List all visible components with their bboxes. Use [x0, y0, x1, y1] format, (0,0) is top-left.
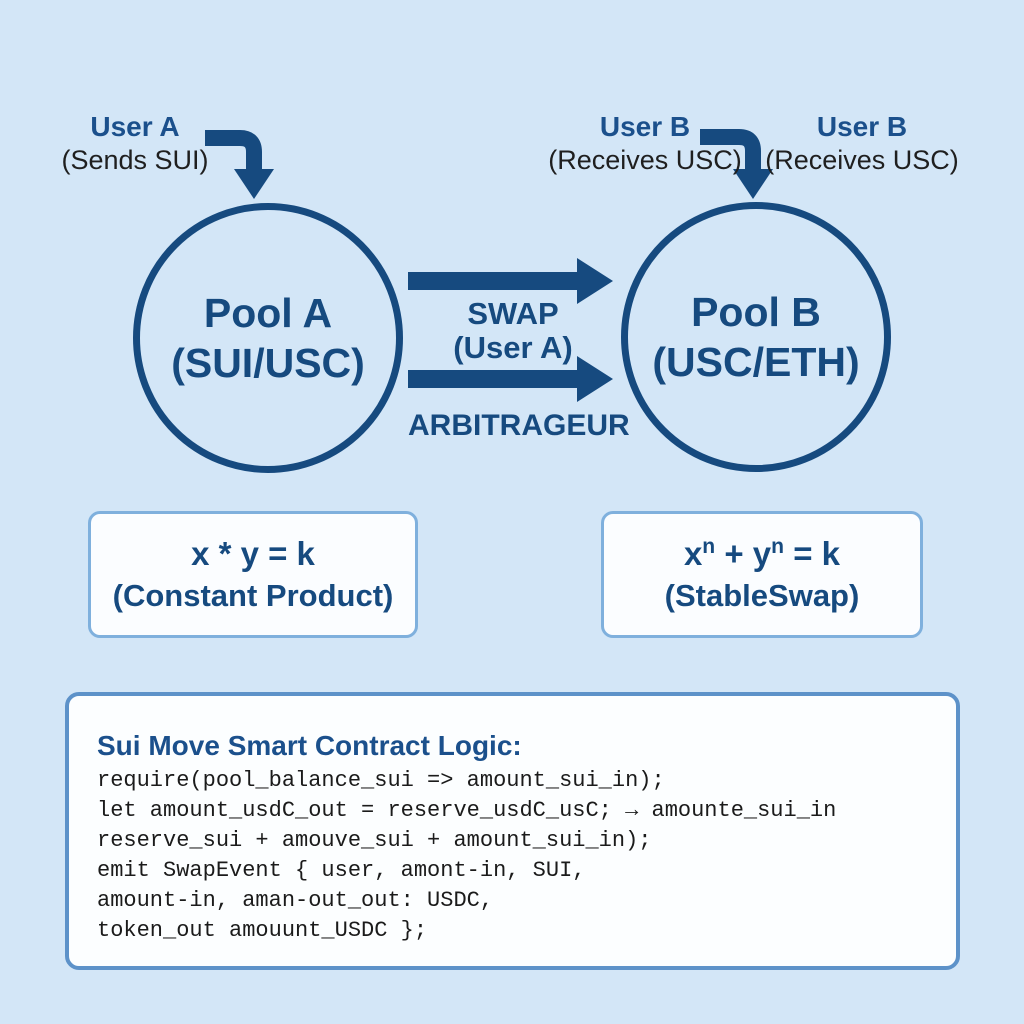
pool-b-title: Pool B: [691, 289, 821, 335]
swap-actor-label: (User A): [453, 330, 573, 365]
label-user-b-left: User B (Receives USC): [540, 110, 750, 177]
user-b-right-detail: (Receives USC): [765, 145, 959, 175]
pool-a-title: Pool A: [203, 290, 333, 336]
user-a-name: User A: [90, 111, 180, 142]
user-b-right-name: User B: [816, 111, 908, 142]
swap-label: SWAP: [467, 296, 559, 331]
user-b-left-name: User B: [599, 111, 691, 142]
stableswap-equation: xn + yn = k: [683, 534, 841, 572]
formula-card-constant-product: x * y = k (Constant Product): [88, 511, 418, 638]
user-a-detail: (Sends SUI): [61, 145, 209, 175]
formula-card-stableswap: xn + yn = k (StableSwap): [601, 511, 923, 638]
code-panel: Sui Move Smart Contract Logic: require(p…: [65, 692, 960, 970]
label-user-a: User A (Sends SUI): [35, 110, 235, 177]
code-line: let amount_usdC_out = reserve_usdC_usC; …: [97, 798, 837, 823]
code-panel-title: Sui Move Smart Contract Logic:: [97, 730, 522, 761]
code-line: require(pool_balance_sui => amount_sui_i…: [97, 768, 665, 793]
constant-product-caption: (Constant Product): [112, 577, 394, 613]
user-b-left-detail: (Receives USC): [548, 145, 742, 175]
pool-b-circle: Pool B (USC/ETH): [621, 202, 891, 472]
code-line: token_out amouunt_USDC };: [97, 918, 428, 943]
arbitrageur-label: ARBITRAGEUR: [408, 409, 630, 442]
code-line: amount-in, aman-out_out: USDC,: [97, 888, 494, 913]
pool-b-subtitle: (USC/ETH): [652, 339, 860, 385]
pool-a-subtitle: (SUI/USC): [171, 340, 365, 386]
constant-product-equation: x * y = k: [191, 534, 315, 572]
label-user-b-right: User B (Receives USC): [757, 110, 967, 177]
code-line: reserve_sui + amouve_sui + amount_sui_in…: [97, 828, 652, 853]
stableswap-caption: (StableSwap): [664, 577, 860, 613]
code-line: emit SwapEvent { user, amont-in, SUI,: [97, 858, 586, 883]
pool-a-circle: Pool A (SUI/USC): [133, 203, 403, 473]
